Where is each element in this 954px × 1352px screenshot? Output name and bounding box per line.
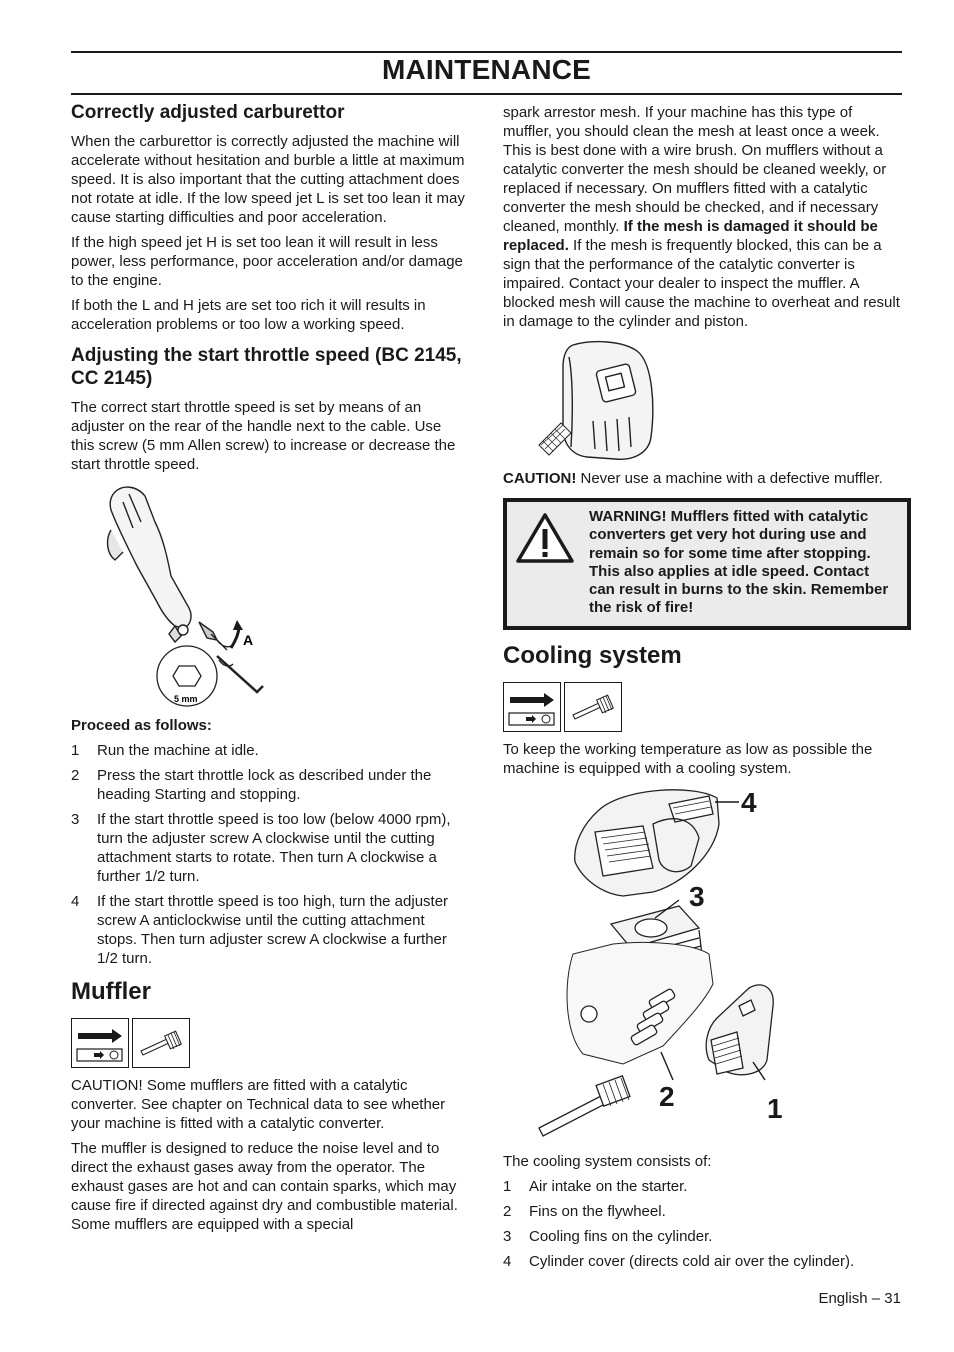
page-title: MAINTENANCE xyxy=(381,54,592,85)
maintenance-interval-icon xyxy=(71,1018,129,1068)
brush-icon xyxy=(132,1018,190,1068)
page-number: English – 31 xyxy=(818,1290,901,1307)
warning-box: WARNING! Mufflers fitted with catalytic … xyxy=(503,498,911,630)
left-column: Correctly adjusted carburettor When the … xyxy=(71,101,468,1240)
muffler-illustration xyxy=(538,340,654,460)
muffler-continued: spark arrestor mesh. If your machine has… xyxy=(503,104,900,330)
brush-icon xyxy=(564,681,622,732)
cooling-symbol-icons xyxy=(503,681,900,732)
cooling-consists: The cooling system consists of: xyxy=(503,1152,712,1170)
caution-line: CAUTION! Never use a machine with a defe… xyxy=(503,470,883,487)
handle-illustration: A 5 mm xyxy=(106,486,264,707)
carburettor-paragraph-1: When the carburettor is correctly adjust… xyxy=(71,133,465,226)
callout-1: 1 xyxy=(767,1093,783,1124)
throttle-heading: Adjusting the start throttle speed (BC 2… xyxy=(71,345,462,389)
proceed-label: Proceed as follows: xyxy=(71,717,212,734)
title-rule xyxy=(71,93,902,95)
label-5mm: 5 mm xyxy=(174,694,198,704)
cooling-paragraph: To keep the working temperature as low a… xyxy=(503,740,873,777)
muffler-symbol-icons xyxy=(71,1018,468,1068)
throttle-adjuster-figure: A 5 mm xyxy=(71,480,468,710)
muffler-heading: Muffler xyxy=(71,978,151,1005)
callout-4: 4 xyxy=(741,787,757,818)
warning-triangle-icon xyxy=(516,513,574,563)
engine-illustration: 4 3 2 1 xyxy=(538,787,783,1137)
callout-3: 3 xyxy=(689,881,705,912)
carburettor-paragraph-3: If both the L and H jets are set too ric… xyxy=(71,297,426,333)
carburettor-heading: Correctly adjusted carburettor xyxy=(71,102,345,123)
cooling-figure: 4 3 2 1 xyxy=(503,784,900,1144)
carburettor-paragraph-2: If the high speed jet H is set too lean … xyxy=(71,234,463,289)
warning-text: WARNING! Mufflers fitted with catalytic … xyxy=(589,508,889,617)
throttle-paragraph: The correct start throttle speed is set … xyxy=(71,399,456,473)
right-column: spark arrestor mesh. If your machine has… xyxy=(503,103,911,1277)
muffler-caution: CAUTION! Some mufflers are fitted with a… xyxy=(71,1077,446,1132)
label-a: A xyxy=(243,632,253,648)
callout-2: 2 xyxy=(659,1081,675,1112)
cooling-heading: Cooling system xyxy=(503,641,682,669)
top-rule xyxy=(71,51,902,53)
muffler-figure xyxy=(503,337,900,465)
maintenance-interval-icon xyxy=(503,681,561,732)
muffler-paragraph: The muffler is designed to reduce the no… xyxy=(71,1140,458,1233)
